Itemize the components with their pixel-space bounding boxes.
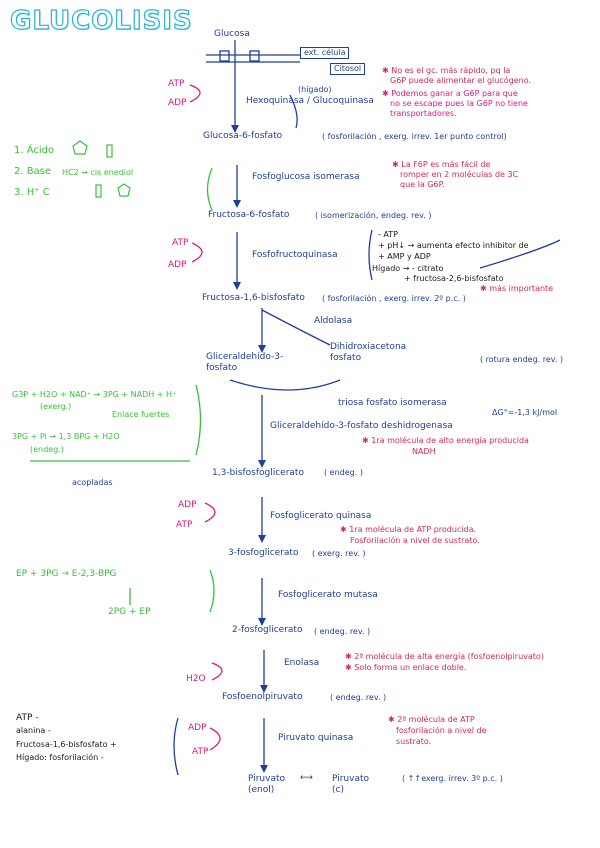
f6p-metabolite: Fructosa-6-fosfato <box>208 210 289 221</box>
pg3-note: ( exerg. rev. ) <box>312 549 366 559</box>
reg-1: - ATP <box>378 230 398 240</box>
side-ep-eq: EP + 3PG → E-2,3-BPG <box>16 569 117 580</box>
pgk-enzyme: Fosfoglicerato quinasa <box>270 511 371 522</box>
reg-4: Hígado → - citrato <box>372 264 443 274</box>
reg-6: ✱ más importante <box>480 284 553 294</box>
note-1e: transportadores. <box>390 109 457 119</box>
delta-g-label: ΔG°=-1,3 kJ/mol <box>492 408 557 418</box>
atp-label-7: ATP <box>176 520 192 531</box>
glucosa-label: Glucosa <box>214 29 250 40</box>
bottom-left-4: Hígado: fosforilación - <box>16 753 104 763</box>
pfk-enzyme: Fosfofructoquinasa <box>252 250 338 261</box>
fosfoglucosa-enzyme: Fosfoglucosa isomerasa <box>252 172 360 183</box>
note-5b: ✱ Solo forma un enlace doble. <box>345 663 466 673</box>
pep-note: ( endeg. rev. ) <box>330 693 386 703</box>
side-endeg: (endeg.) <box>30 445 64 455</box>
note-1b: G6P puede alimentar el glucógeno. <box>390 76 531 86</box>
adp-label-1: ADP <box>168 98 187 109</box>
side-base: 2. Base <box>14 166 51 177</box>
side-hc: 3. H⁺ C <box>14 187 50 198</box>
atp-label-1: ATP <box>168 79 184 90</box>
bottom-left-3: Fructosa-1,6-bisfosfato + <box>16 740 117 750</box>
final-note: ( ↑↑exerg. irrev. 3º p.c. ) <box>402 774 503 784</box>
reg-3: + AMP y ADP <box>378 252 431 262</box>
citosol-label: Citosol <box>330 63 365 75</box>
note-1c: ✱ Podemos ganar a G6P para que <box>382 89 518 99</box>
tpi-enzyme: triosa fosfato isomerasa <box>338 398 447 409</box>
bottom-left-1: ATP - <box>16 713 39 724</box>
note-3a: ✱ 1ra molécula de alto energía producida <box>362 436 529 446</box>
pep-metabolite: Fosfoenolpiruvato <box>222 692 302 703</box>
hexoquinasa-enzyme: Hexoquinasa / Glucoquinasa <box>246 96 374 107</box>
note-3b: NADH <box>412 447 436 457</box>
pg2-note: ( endeg. rev. ) <box>314 627 370 637</box>
note-4a: ✱ 1ra molécula de ATP producida. <box>340 525 476 535</box>
piruvato-enol: Piruvato (enol) <box>248 774 298 796</box>
g6p-metabolite: Glucosa-6-fosfato <box>203 131 282 142</box>
note-1d: no se escape pues la G6P no tiene <box>390 99 528 109</box>
pg3-metabolite: 3-fosfoglicerato <box>228 548 298 559</box>
adp-label-7: ADP <box>178 500 197 511</box>
side-eq2: 3PG + Pi → 1,3 BPG + H2O <box>12 432 120 442</box>
aldolasa-enzyme: Aldolasa <box>314 316 352 327</box>
note-5a: ✱ 2ª molécula de alta energía (fosfoenol… <box>345 652 544 662</box>
f16bp-note: ( fosforilación , exerg. irrev. 2º p.c. … <box>322 294 466 304</box>
note-6b: fosforilación a nivel de <box>396 726 487 736</box>
dhap-metabolite: Dihidroxiacetona fosfato <box>330 342 420 364</box>
piruvato-cetona: Piruvato (c) <box>332 774 382 796</box>
aldolasa-note: ( rotura endeg. rev. ) <box>480 355 563 365</box>
note-4b: Fosforilación a nivel de sustrato. <box>350 536 480 546</box>
reg-2: + pH↓ → aumenta efecto inhibitor de <box>378 241 529 251</box>
pg2-metabolite: 2-fosfoglicerato <box>232 625 302 636</box>
ext-celula-label: ext. célula <box>300 47 349 59</box>
side-ep-eq2: 2PG + EP <box>108 607 151 618</box>
side-g3p-eq: G3P + H2O + NAD⁺ → 3PG + NADH + H⁺ <box>12 390 176 400</box>
atp-label-3: ATP <box>172 238 188 249</box>
side-acopladas: acopladas <box>72 478 113 488</box>
note-2c: que la G6P. <box>400 180 445 190</box>
f6p-note: ( isomerización, endeg. rev. ) <box>315 211 431 221</box>
note-1a: ✱ No es el gc. más rápido, pq la <box>382 66 510 76</box>
note-2b: romper en 2 moléculas de 3C <box>400 170 518 180</box>
note-2a: ✱ La F6P es más fácil de <box>392 160 490 170</box>
reg-5: + fructosa-2,6-bisfosfato <box>404 274 504 284</box>
atp-label-10: ATP <box>192 747 208 758</box>
side-acido: 1. Ácido <box>14 145 54 156</box>
bpg13-note: ( endeg. ) <box>324 468 363 478</box>
g3pdh-enzyme: Gliceraldehído-3-fosfato deshidrogenasa <box>270 421 453 432</box>
enolasa-enzyme: Enolasa <box>284 658 319 669</box>
tautomer-arrow: ⟷ <box>300 773 313 784</box>
g3p-metabolite-1: Gliceraldehído-3-fosfato <box>206 352 286 374</box>
higado-label: (hígado) <box>298 85 332 95</box>
bpg13-metabolite: 1,3-bisfosfoglicerato <box>212 468 304 479</box>
side-exerg: (exerg.) <box>40 402 71 412</box>
bottom-left-2: alanina - <box>16 726 51 736</box>
note-6c: sustrato. <box>396 737 431 747</box>
adp-label-10: ADP <box>188 723 207 734</box>
note-6a: ✱ 2ª molécula de ATP <box>388 715 475 725</box>
pgm-enzyme: Fosfoglicerato mutasa <box>278 590 378 601</box>
g6p-note: ( fosforilación , exerg. irrev. 1er punt… <box>322 132 507 142</box>
side-base-detail: HC2 → cis enediol <box>62 168 133 178</box>
adp-label-3: ADP <box>168 260 187 271</box>
side-enlace: Enlace fuertes <box>112 410 169 420</box>
pk-enzyme: Piruvato quinasa <box>278 733 353 744</box>
f16bp-metabolite: Fructosa-1,6-bisfosfato <box>202 293 305 304</box>
h2o-label: H2O <box>186 674 206 685</box>
